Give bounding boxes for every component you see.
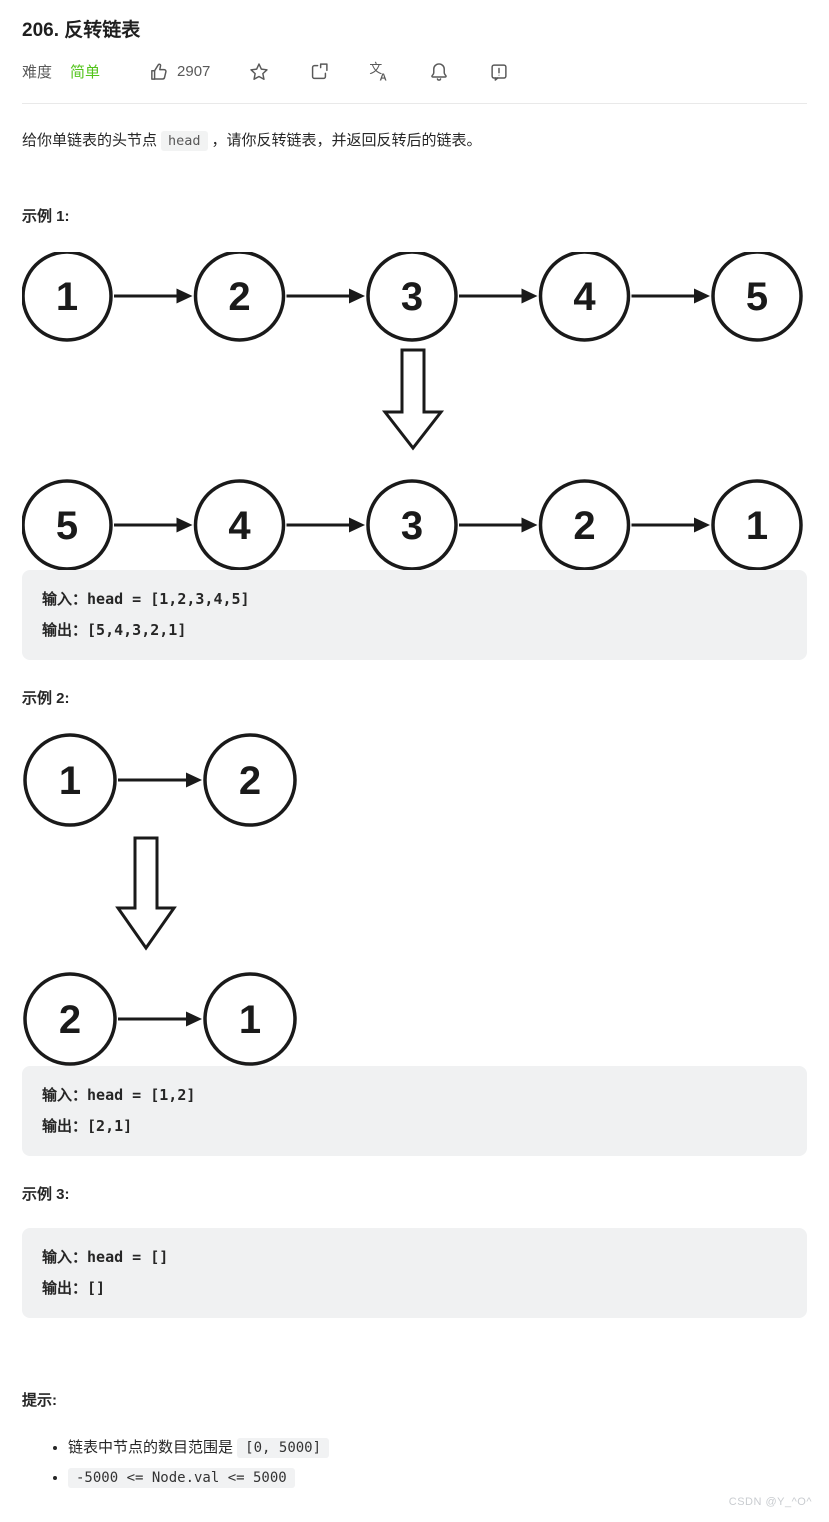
example-2-input-line: 输入：head = [1,2] [42,1080,787,1111]
like-button[interactable]: 2907 [148,61,210,83]
example-1-label: 示例 1: [22,207,70,225]
svg-text:2: 2 [573,504,595,548]
input-value: head = [1,2] [87,1085,196,1104]
svg-text:3: 3 [401,275,423,319]
hint-item: -5000 <= Node.val <= 5000 [68,1463,807,1493]
svg-text:文: 文 [370,61,383,76]
input-label: 输入： [42,590,88,608]
like-icon [148,61,170,83]
divider [22,102,807,104]
svg-text:3: 3 [401,504,423,548]
hint-code: [0, 5000] [237,1437,330,1458]
share-icon[interactable] [308,61,330,83]
hints-list: 链表中节点的数目范围是 [0, 5000] -5000 <= Node.val … [22,1433,807,1493]
input-label: 输入： [42,1086,88,1104]
example-2-label: 示例 2: [22,689,70,707]
linked-list-diagram-example-2: 1 2 2 1 [23,733,297,1066]
difficulty-label: 难度 [22,64,53,82]
svg-text:2: 2 [239,759,261,803]
example-3-codeblock: 输入：head = [] 输出：[] [22,1227,807,1318]
inline-code-head: head [161,130,208,151]
svg-text:4: 4 [228,504,251,548]
hint-item: 链表中节点的数目范围是 [0, 5000] [68,1433,807,1463]
output-label: 输出： [42,1117,88,1135]
svg-text:5: 5 [746,275,768,319]
bell-icon[interactable] [428,61,450,83]
svg-text:1: 1 [59,759,81,803]
output-value: [2,1] [87,1116,133,1135]
feedback-icon[interactable] [488,61,510,83]
example-1-input-line: 输入：head = [1,2,3,4,5] [42,584,787,615]
svg-text:1: 1 [746,504,768,548]
meta-row: 难度 简单 2907 文 A [22,60,807,84]
example-2-output-line: 输出：[2,1] [42,1111,787,1142]
example-1-codeblock: 输入：head = [1,2,3,4,5] 输出：[5,4,3,2,1] [22,569,807,660]
input-label: 输入： [42,1248,88,1266]
difficulty-badge: 简单 [70,64,101,82]
example-1-output-line: 输出：[5,4,3,2,1] [42,615,787,646]
hint-code: -5000 <= Node.val <= 5000 [68,1467,295,1488]
watermark: CSDN @Y_^O^ [728,1496,812,1508]
svg-text:1: 1 [239,998,261,1042]
svg-text:5: 5 [56,504,78,548]
translate-icon[interactable]: 文 A [368,61,390,83]
input-value: head = [1,2,3,4,5] [87,589,250,608]
star-icon[interactable] [248,61,270,83]
example-3-label: 示例 3: [22,1185,70,1203]
description-prefix: 给你单链表的头节点 [22,131,158,149]
svg-text:2: 2 [59,998,81,1042]
svg-text:1: 1 [56,275,78,319]
output-label: 输出： [42,621,88,639]
example-2-codeblock: 输入：head = [1,2] 输出：[2,1] [22,1065,807,1156]
like-count: 2907 [177,63,211,81]
output-value: [] [87,1278,106,1297]
input-value: head = [] [87,1247,169,1266]
description-suffix: ，请你反转链表，并返回反转后的链表。 [211,131,482,149]
example-3-output-line: 输出：[] [42,1273,787,1304]
hint-text: 链表中节点的数目范围是 [68,1438,238,1456]
output-value: [5,4,3,2,1] [87,620,187,639]
svg-text:4: 4 [573,275,596,319]
svg-text:A: A [380,72,388,83]
output-label: 输出： [42,1279,88,1297]
page-title: 206. 反转链表 [22,20,141,41]
linked-list-diagram-example-1: 1 2 3 4 5 5 4 3 2 1 [22,251,803,570]
hints-label: 提示: [22,1391,57,1409]
svg-text:2: 2 [228,275,250,319]
example-3-input-line: 输入：head = [] [42,1242,787,1273]
